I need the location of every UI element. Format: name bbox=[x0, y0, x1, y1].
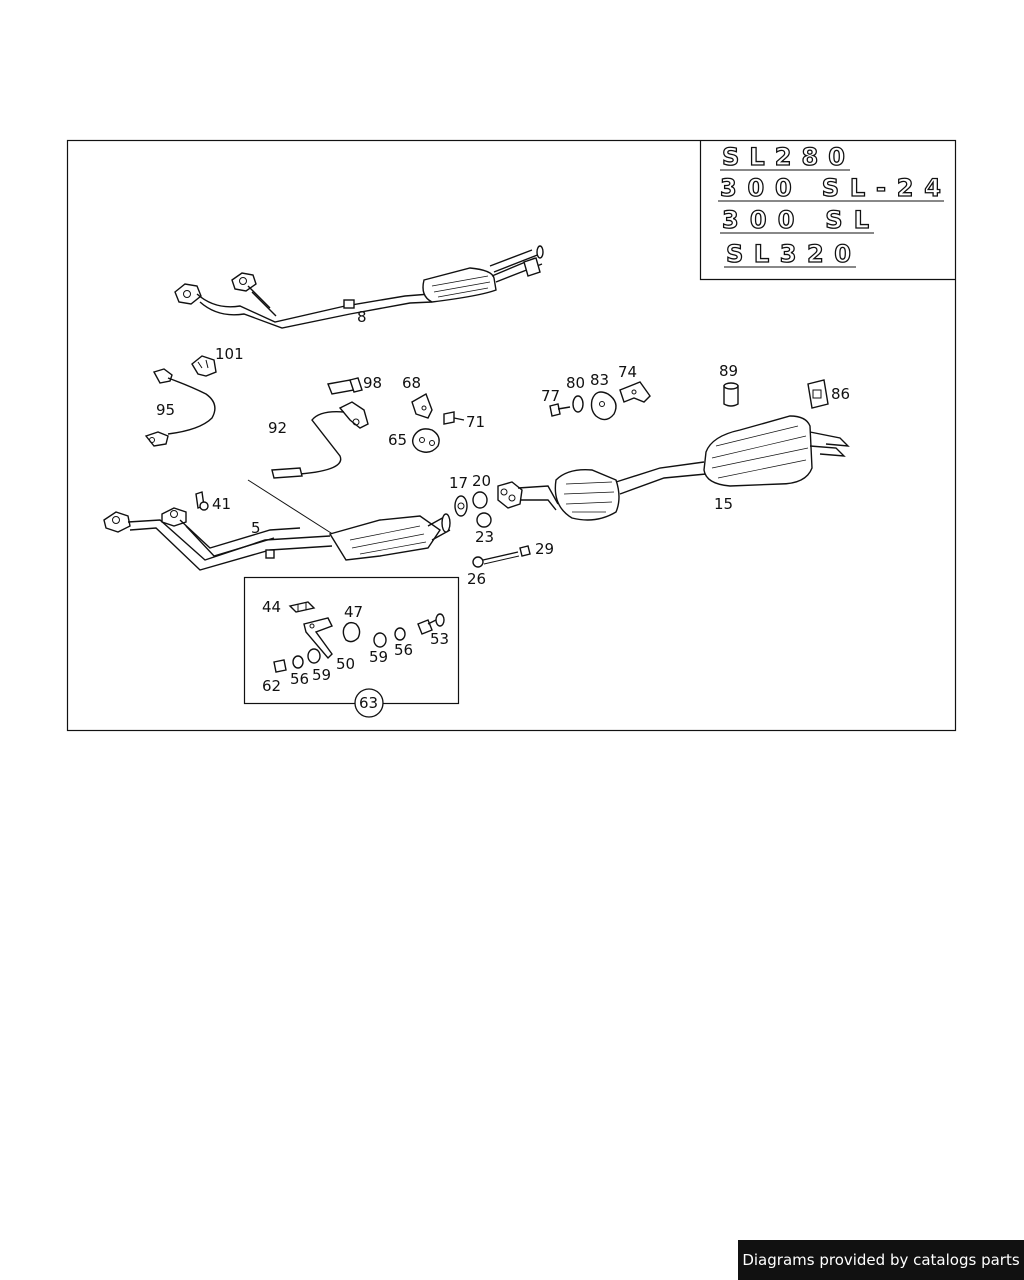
label-56a: 56 bbox=[394, 641, 413, 659]
bracket-68: 68 bbox=[402, 374, 433, 419]
label-20: 20 bbox=[472, 472, 491, 490]
label-59a: 59 bbox=[369, 648, 388, 666]
label-8: 8 bbox=[357, 308, 367, 326]
emblem-300-sl-24: 300 SL-24 bbox=[720, 174, 942, 202]
screw-71: 71 bbox=[443, 411, 485, 431]
label-65: 65 bbox=[388, 431, 407, 449]
diagram-frame bbox=[66, 139, 957, 732]
oxygen-sensor-92: 92 bbox=[247, 401, 369, 541]
label-56b: 56 bbox=[290, 670, 309, 688]
emblem-box: SL280 300 SL-24 300 SL SL320 bbox=[699, 140, 956, 281]
gasket-group: 17 20 23 bbox=[449, 472, 494, 546]
label-63: 63 bbox=[359, 694, 378, 712]
oxygen-sensor-95: 95 bbox=[144, 368, 216, 447]
rear-muffler-15: 15 bbox=[703, 415, 850, 513]
front-pipe-8: 8 bbox=[174, 245, 544, 329]
rubber-buffer-89: 89 bbox=[719, 362, 739, 407]
label-29: 29 bbox=[535, 540, 554, 558]
label-83: 83 bbox=[590, 371, 609, 389]
kit-63-box: 63 44 50 47 53 59 56 62 56 59 bbox=[243, 576, 460, 718]
label-47: 47 bbox=[344, 603, 363, 621]
label-5: 5 bbox=[251, 519, 261, 537]
emblem-sl320: SL320 bbox=[726, 240, 852, 268]
connector-98: 98 bbox=[327, 374, 382, 395]
label-86: 86 bbox=[831, 385, 850, 403]
footer-credit: Diagrams provided by catalogs parts bbox=[738, 1240, 1024, 1280]
label-17: 17 bbox=[449, 474, 468, 492]
label-26: 26 bbox=[467, 570, 486, 588]
label-68: 68 bbox=[402, 374, 421, 392]
front-pipe-5: 5 bbox=[103, 507, 451, 571]
hanger-group: 77 80 83 74 bbox=[541, 363, 651, 421]
label-101: 101 bbox=[215, 345, 244, 363]
label-71: 71 bbox=[466, 413, 485, 431]
label-89: 89 bbox=[719, 362, 738, 380]
label-62: 62 bbox=[262, 677, 281, 695]
emblem-sl280: SL280 bbox=[722, 143, 846, 171]
label-41: 41 bbox=[212, 495, 231, 513]
label-50: 50 bbox=[336, 655, 355, 673]
label-15: 15 bbox=[714, 495, 733, 513]
sensor-clip-101: 101 bbox=[191, 345, 244, 377]
label-77: 77 bbox=[541, 387, 560, 405]
label-44: 44 bbox=[262, 598, 281, 616]
rubber-mount-65: 65 bbox=[388, 428, 440, 453]
label-92: 92 bbox=[268, 419, 287, 437]
emblem-300-sl: 300 SL bbox=[722, 206, 870, 234]
mount-86: 86 bbox=[807, 379, 850, 409]
label-98: 98 bbox=[363, 374, 382, 392]
bolt-41: 41 bbox=[195, 491, 231, 513]
bolt-nut-group: 26 29 bbox=[467, 540, 554, 588]
label-74: 74 bbox=[618, 363, 637, 381]
label-80: 80 bbox=[566, 374, 585, 392]
intermediate-pipe bbox=[497, 461, 707, 521]
label-95: 95 bbox=[156, 401, 175, 419]
label-53: 53 bbox=[430, 630, 449, 648]
label-59b: 59 bbox=[312, 666, 331, 684]
label-23: 23 bbox=[475, 528, 494, 546]
